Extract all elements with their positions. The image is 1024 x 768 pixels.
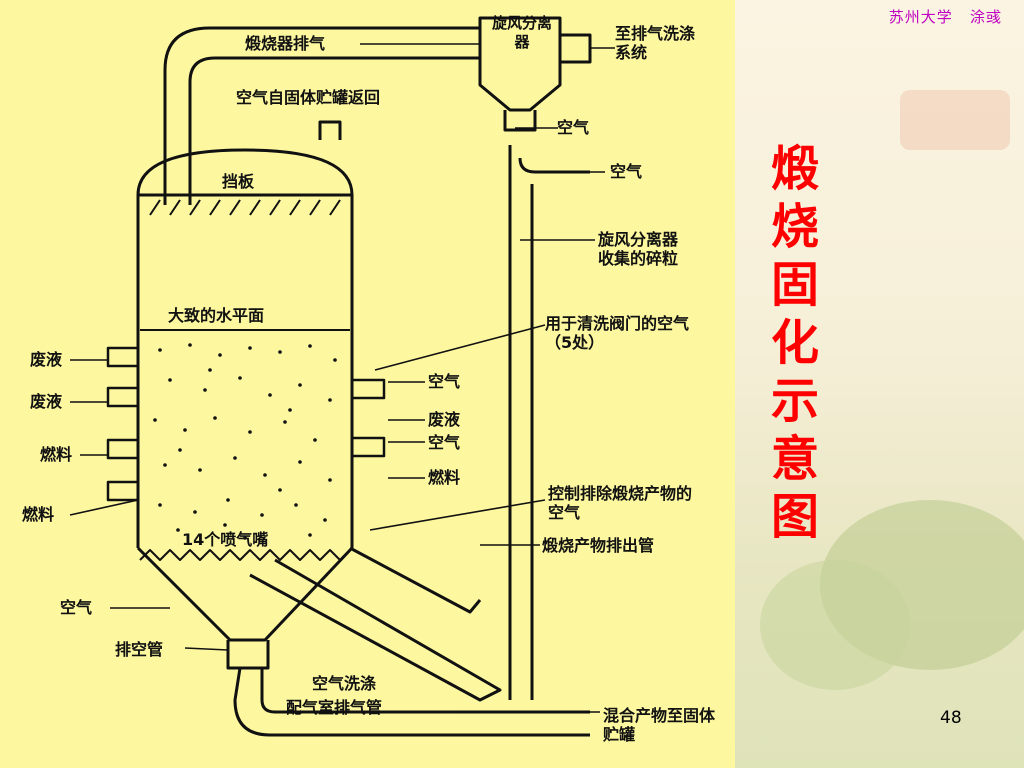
label-air-wash: 空气洗涤 xyxy=(312,674,377,693)
bottom-chamber xyxy=(226,640,270,670)
nozzle-row xyxy=(139,549,351,561)
title-char: 示 xyxy=(770,373,819,429)
label-control-air: 控制排除煅烧产物的空气 xyxy=(548,484,693,522)
exhaust-duct xyxy=(163,26,480,205)
label-air-upper: 空气 xyxy=(610,162,643,181)
title-char: 烧 xyxy=(770,199,819,255)
label-waste-r: 废液 xyxy=(428,410,461,429)
label-calciner-exhaust: 煅烧器排气 xyxy=(245,34,326,53)
riser-pipe xyxy=(518,157,590,174)
label-air-r2: 空气 xyxy=(428,433,461,452)
exhaust-duct xyxy=(188,56,480,205)
label-to-storage: 混合产物至固体贮罐 xyxy=(603,706,716,744)
label-distributor-exhaust: 配气室排气管 xyxy=(286,698,383,717)
label-air-r1: 空气 xyxy=(428,372,461,391)
label-valve-air: 用于清洗阀门的空气（5处） xyxy=(545,314,690,352)
bed-particles xyxy=(153,343,337,540)
product-outlet-pipe xyxy=(349,546,482,614)
title-char: 煅 xyxy=(770,141,819,197)
title-char: 固 xyxy=(770,257,819,313)
label-air-bottom: 空气 xyxy=(60,598,93,617)
label-to-exhaust: 至排气洗涤系统 xyxy=(615,24,696,62)
vent-stub xyxy=(318,120,342,140)
title-char: 图 xyxy=(770,489,819,545)
label-fuel-r: 燃料 xyxy=(428,468,461,487)
title-char: 化 xyxy=(770,315,819,371)
right-nozzles xyxy=(350,378,386,458)
label-fuel-l1: 燃料 xyxy=(40,445,73,464)
cyclone-body xyxy=(478,16,562,112)
title-char: 意 xyxy=(770,431,819,487)
label-nozzles: 14个喷气嘴 xyxy=(182,530,269,549)
label-baffle: 挡板 xyxy=(222,172,255,191)
label-waste-l1: 废液 xyxy=(30,350,63,369)
background-tree xyxy=(760,560,910,690)
label-product-outlet: 煅烧产物排出管 xyxy=(542,536,655,555)
label-cyclone-fines: 旋风分离器收集的碎粒 xyxy=(598,230,679,268)
label-vent-pipe: 排空管 xyxy=(115,640,164,659)
calcination-diagram: 煅烧器排气 旋风分离器 至排气洗涤系统 空气自固体贮罐返回 空气 空气 挡板 旋… xyxy=(0,0,735,768)
label-air-return: 空气自固体贮罐返回 xyxy=(236,88,381,107)
vessel xyxy=(136,148,354,548)
background-roof xyxy=(900,90,1010,150)
label-fuel-l2: 燃料 xyxy=(22,505,55,524)
bottom-chamber xyxy=(260,668,590,714)
header-text: 苏州大学 涂彧 xyxy=(888,8,1002,26)
baffle-hatch xyxy=(149,199,341,216)
bottom-chamber xyxy=(233,667,590,737)
page-number: 48 xyxy=(940,708,962,728)
label-cyclone: 旋风分离器 xyxy=(491,14,552,51)
cyclone-outlet xyxy=(560,33,592,64)
diagram-drawing xyxy=(69,16,615,737)
label-approx-level: 大致的水平面 xyxy=(168,306,265,325)
left-nozzles xyxy=(106,346,140,502)
cyclone-cone xyxy=(503,110,537,132)
product-outlet-pipe xyxy=(249,558,502,702)
leader-lines xyxy=(69,43,615,713)
label-waste-l2: 废液 xyxy=(30,392,63,411)
slide-title: 煅 烧 固 化 示 意 图 xyxy=(760,140,830,546)
label-air-top: 空气 xyxy=(557,118,590,137)
vessel-cone xyxy=(136,546,354,642)
